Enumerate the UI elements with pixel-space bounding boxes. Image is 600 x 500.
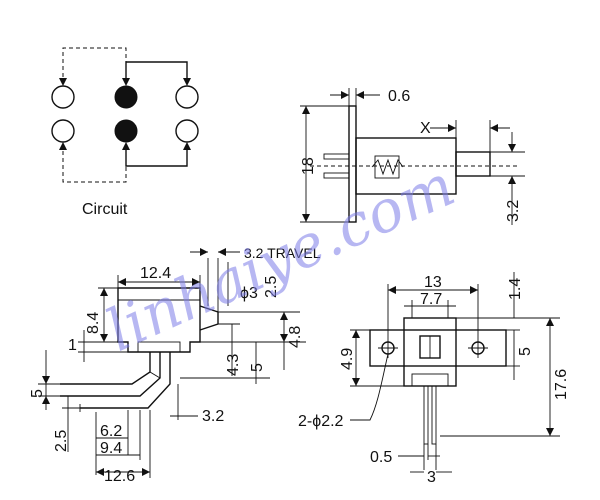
dim-front-pin-w: 3.2	[202, 408, 224, 425]
arrow-head	[183, 142, 191, 150]
side-spring	[371, 158, 404, 176]
arrow-head	[59, 142, 67, 150]
dim-front-knob-dia: ϕ3	[240, 285, 258, 302]
front-pin	[60, 352, 161, 397]
dim-front-base: 4.8	[287, 326, 304, 348]
dim-front-pin-h: 5	[249, 363, 266, 372]
front-knob	[199, 305, 219, 331]
dim-front-span3: 12.6	[104, 468, 135, 485]
dim-front-body-h: 8.4	[85, 312, 102, 334]
dim-rear-pin-t: 0.5	[370, 449, 392, 466]
dim-front-travel: 3.2 TRAVEL	[244, 245, 321, 261]
dim-rear-width: 13	[424, 274, 442, 291]
dim-side-thickness: 0.6	[388, 88, 410, 105]
dim-front-span2: 9.4	[100, 440, 122, 457]
arrow-head	[183, 78, 191, 86]
terminal-common-bottom	[114, 119, 138, 143]
terminal-open-top-left	[51, 85, 75, 109]
dim-rear-hole-h: 4.9	[339, 348, 356, 370]
terminal-open-top-right	[175, 85, 199, 109]
terminal-open-bottom-right	[175, 119, 199, 143]
terminal-open-bottom-left	[51, 119, 75, 143]
dim-rear-hole-dia: 2-ϕ2.2	[298, 413, 344, 430]
side-pin	[323, 153, 350, 160]
arrow-head	[122, 78, 130, 86]
dim-rear-total: 17.6	[553, 369, 570, 400]
circuit-link-top-left	[62, 47, 127, 84]
dim-front-knob-h: 2.5	[263, 276, 280, 298]
circuit-diagram: Circuit	[51, 47, 199, 218]
dim-front-span1: 6.2	[100, 423, 122, 440]
rear-pin	[431, 385, 437, 445]
dim-rear-top: 1.4	[507, 278, 524, 300]
front-base	[137, 341, 181, 353]
front-pin	[80, 352, 171, 409]
leader-hole	[350, 353, 389, 421]
circuit-link-top-right	[125, 61, 188, 84]
dim-rear-mid: 5	[517, 347, 534, 356]
dim-rear-pin-pitch: 3	[427, 469, 436, 486]
terminal-common-top	[114, 85, 138, 109]
rear-view: 13 7.7 1.4 5 17.6 4.9 2-ϕ2.2	[298, 272, 570, 486]
rear-pin	[423, 385, 429, 445]
side-pin	[323, 172, 350, 179]
arrow-head	[59, 78, 67, 86]
arrow-head	[122, 142, 130, 150]
front-view: 3.2 TRAVEL 12.4 ϕ3 2.5 4.8 4.3 5 8.4	[29, 245, 321, 485]
dim-side-height: 18	[300, 157, 317, 175]
dim-front-width: 12.4	[140, 265, 171, 282]
watermark: linhaiye.com	[96, 151, 464, 365]
dim-front-pin-pitch: 5	[29, 389, 46, 398]
side-view: 18 0.6 X 3.2	[300, 88, 525, 225]
side-spring-box	[374, 155, 400, 179]
dim-side-x: X	[420, 120, 431, 137]
circuit-link-bottom-left	[62, 144, 127, 183]
dim-front-top: 1	[68, 337, 77, 354]
circuit-label: Circuit	[82, 201, 128, 218]
dim-side-pin: 3.2	[505, 200, 522, 222]
dim-rear-inner: 7.7	[420, 291, 442, 308]
dim-front-knob-off: 4.3	[225, 354, 242, 376]
circuit-link-bottom-right	[125, 144, 188, 167]
side-knob	[455, 151, 491, 177]
dim-front-pitch: 2.5	[53, 430, 70, 452]
rear-flange	[369, 329, 507, 367]
